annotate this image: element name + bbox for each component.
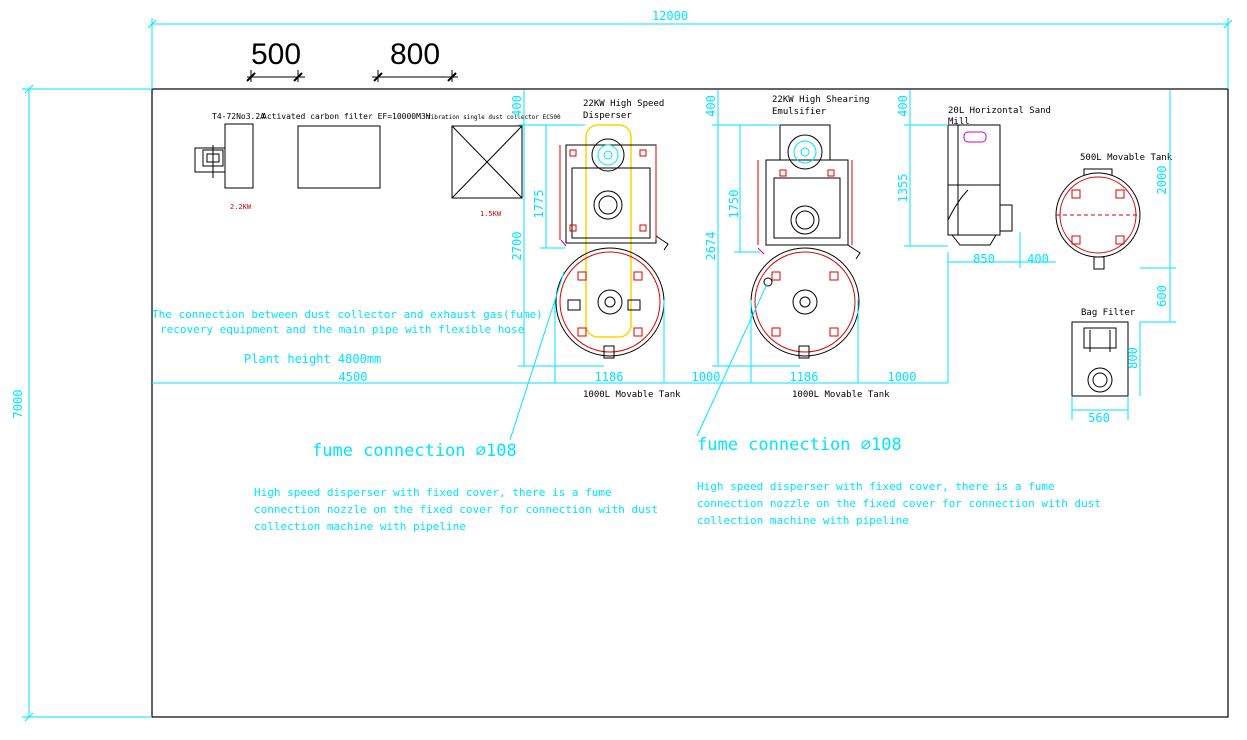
dim-h-1775: 1775 [532, 190, 546, 219]
leader-line-a [509, 271, 565, 441]
fume-connection-b: fume connection ⌀108 [697, 435, 902, 455]
carbon-filter-label: Activated carbon filter EF=10000M3H [262, 112, 431, 121]
dim-h-2700: 2700 [510, 232, 524, 261]
desc-b-line1: High speed disperser with fixed cover, t… [697, 480, 1055, 493]
bag-filter [1071, 321, 1129, 397]
dim-total-height-label: 7000 [11, 390, 25, 419]
high-speed-disperser [555, 124, 669, 359]
dim-total-width-label: 12000 [652, 9, 688, 23]
dim-w-1186-a: 1186 [595, 370, 624, 384]
desc-b-line2: connection nozzle on the fixed cover for… [697, 497, 1101, 510]
dim-h-800: 800 [1126, 347, 1140, 369]
disperser-dims [518, 90, 760, 384]
dim-gap-500 [246, 70, 305, 82]
desc-a-line1: High speed disperser with fixed cover, t… [254, 486, 612, 499]
fan-model-label: T4-72No3.2A [212, 112, 265, 121]
dust-collector-label: Vibration single dust collector EC500 [427, 114, 561, 121]
dim-gap-1000-a: 1000 [692, 370, 721, 384]
high-shearing-emulsifier [750, 124, 861, 359]
fan-power-label: 2.2KW [230, 203, 252, 211]
desc-a-line3: collection machine with pipeline [254, 520, 466, 533]
exhaust-fan [194, 123, 254, 189]
emulsifier-dims [712, 90, 949, 384]
leader-line-b [696, 283, 768, 437]
dim-w-560: 560 [1088, 411, 1110, 425]
dust-collector-power: 1.5KW [480, 210, 502, 218]
dim-h-1750: 1750 [727, 190, 741, 219]
dim-total-width [147, 18, 1233, 89]
sand-mill-dims [904, 90, 1056, 268]
dim-gap-800 [372, 70, 458, 82]
dim-h-2674: 2674 [704, 232, 718, 261]
tank-500-label: 500L Movable Tank [1080, 153, 1173, 163]
bag-filter-dims [1071, 322, 1141, 420]
dim-h-2000: 2000 [1155, 166, 1169, 195]
tank-500-dims [1140, 90, 1176, 323]
desc-a-line2: connection nozzle on the fixed cover for… [254, 503, 658, 516]
plant-height-note: Plant height 4800mm [244, 352, 381, 366]
horizontal-sand-mill [947, 124, 1013, 246]
connection-note-line2: recovery equipment and the main pipe wit… [160, 323, 524, 336]
dim-h-400-a: 400 [510, 95, 524, 117]
disperser-title-2: Disperser [583, 111, 632, 121]
room-outline [151, 88, 1229, 718]
tank-1000-a-label: 1000L Movable Tank [583, 390, 681, 400]
dim-gap-500-label: 500 [251, 38, 301, 71]
emulsifier-title-2: Emulsifier [772, 107, 827, 117]
dim-w-400: 400 [1027, 252, 1049, 266]
desc-b-line3: collection machine with pipeline [697, 514, 909, 527]
dim-h-1355: 1355 [896, 174, 910, 203]
dim-gap-800-label: 800 [390, 38, 440, 71]
disperser-title-1: 22KW High Speed [583, 99, 664, 109]
dim-total-height [22, 84, 152, 722]
dim-gap-1000-b: 1000 [888, 370, 917, 384]
dim-w-850: 850 [973, 252, 995, 266]
sand-mill-title-2: Mill [948, 117, 970, 127]
dim-w-1186-b: 1186 [790, 370, 819, 384]
dim-h-600: 600 [1155, 285, 1169, 307]
fume-connection-a: fume connection ⌀108 [312, 441, 517, 461]
connection-note-line1: The connection between dust collector an… [152, 308, 543, 321]
dim-h-400-c: 400 [896, 95, 910, 117]
dim-4500-label: 4500 [339, 370, 368, 384]
bag-filter-label: Bag Filter [1081, 308, 1136, 318]
dim-h-400-b: 400 [704, 95, 718, 117]
tank-500l [1055, 168, 1141, 270]
emulsifier-title-1: 22KW High Shearing [772, 95, 870, 105]
sand-mill-title-1: 20L Horizontal Sand [948, 106, 1051, 116]
dust-collector [451, 125, 523, 199]
activated-carbon-filter [297, 125, 381, 189]
tank-1000-b-label: 1000L Movable Tank [792, 390, 890, 400]
